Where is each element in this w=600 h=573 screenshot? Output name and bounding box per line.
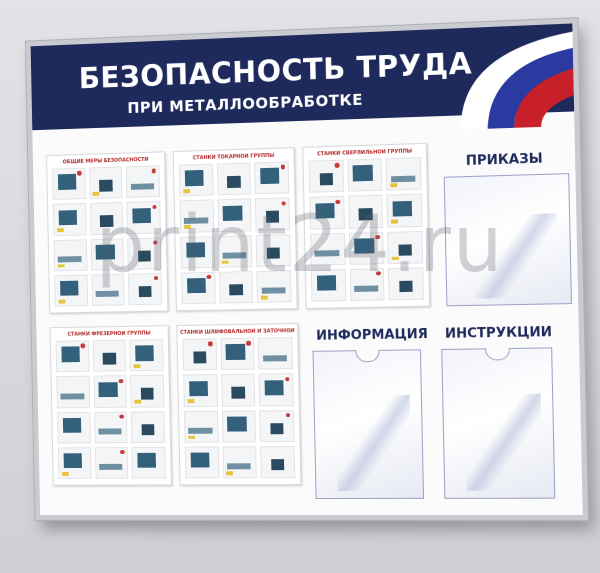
instructions-pocket[interactable] [441, 347, 556, 499]
stand-subtitle: ПРИ МЕТАЛЛООБРАБОТКЕ [127, 90, 364, 118]
safety-stand: БЕЗОПАСНОСТЬ ТРУДА ПРИ МЕТАЛЛООБРАБОТКЕ … [25, 18, 589, 521]
poster-title: СТАНКИ СВЕРЛИЛЬНОЙ ГРУППЫ [317, 148, 413, 158]
information-pocket[interactable] [312, 349, 425, 500]
poster-grid [52, 165, 163, 307]
stand-title: БЕЗОПАСНОСТЬ ТРУДА [78, 45, 473, 96]
stand-header: БЕЗОПАСНОСТЬ ТРУДА ПРИ МЕТАЛЛООБРАБОТКЕ [30, 23, 575, 131]
information-label: ИНФОРМАЦИЯ [316, 326, 429, 344]
instructions-label: ИНСТРУКЦИИ [444, 324, 553, 342]
poster-general-safety: ОБЩИЕ МЕРЫ БЕЗОПАСНОСТИ [46, 151, 169, 314]
poster-title: СТАНКИ ТОКАРНОЙ ГРУППЫ [192, 152, 275, 162]
poster-drilling-machines: СТАНКИ СВЕРЛИЛЬНОЙ ГРУППЫ [302, 142, 431, 309]
flag-swoosh-icon [459, 31, 575, 130]
poster-grid [55, 339, 166, 479]
orders-label: ПРИКАЗЫ [465, 151, 543, 170]
poster-grid [178, 161, 292, 305]
poster-title: ОБЩИЕ МЕРЫ БЕЗОПАСНОСТИ [62, 156, 149, 166]
poster-turning-machines: СТАНКИ ТОКАРНОЙ ГРУППЫ [172, 147, 298, 312]
poster-milling-machines: СТАНКИ ФРЕЗЕРНОЙ ГРУППЫ [49, 325, 172, 486]
pocket-notch [485, 347, 511, 361]
orders-pocket[interactable] [443, 173, 572, 307]
poster-title: СТАНКИ ФРЕЗЕРНОЙ ГРУППЫ [67, 330, 151, 338]
poster-title: СТАНКИ ШЛИФОВАЛЬНОЙ И ЗАТОЧНОЙ ГРУППЫ [180, 328, 295, 336]
poster-grid [182, 337, 296, 479]
pocket-notch [355, 349, 380, 363]
poster-grinding-machines: СТАНКИ ШЛИФОВАЛЬНОЙ И ЗАТОЧНОЙ ГРУППЫ [176, 323, 302, 486]
poster-grid [308, 157, 424, 302]
stand-board: БЕЗОПАСНОСТЬ ТРУДА ПРИ МЕТАЛЛООБРАБОТКЕ … [25, 18, 589, 521]
